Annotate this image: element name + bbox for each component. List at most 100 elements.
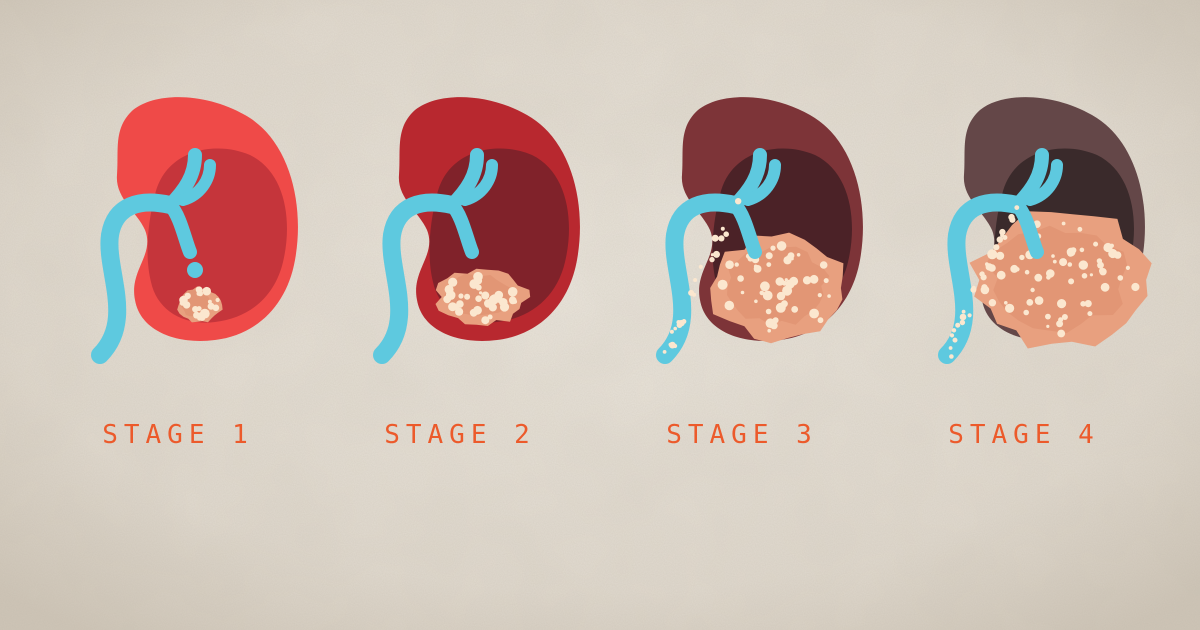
stage-3-label: STAGE 3 [666, 420, 818, 450]
tumor-spot [791, 306, 799, 313]
tumor-spot [817, 293, 822, 298]
tumor-spot [790, 257, 794, 261]
stage-1-label: STAGE 1 [102, 420, 254, 450]
vessel-tumor-spot [996, 236, 1003, 243]
vessel-tumor-spot [949, 354, 954, 359]
tumor-spot [1061, 314, 1068, 320]
vessel-tumor-spot [959, 319, 966, 326]
vessel-tumor-spot [949, 333, 955, 338]
tumor-spot [184, 292, 191, 300]
tumor-spot [1131, 282, 1140, 292]
tumor-spot [823, 278, 829, 284]
tumor-spot [1057, 299, 1067, 309]
tumor-spot [1081, 273, 1088, 279]
tumor-spot [1089, 273, 1093, 277]
stages-group [91, 97, 1152, 364]
tumor-spot [759, 290, 765, 296]
tumor-spot [1019, 254, 1025, 261]
tumor-spot [717, 279, 728, 290]
tumor-spot [207, 299, 212, 304]
tumor-shade-3 [727, 246, 830, 325]
tumor-spot [1067, 262, 1073, 267]
tumor-spot [754, 299, 758, 304]
vessel-tumor-spot [710, 253, 714, 257]
tumor-spot [475, 295, 482, 303]
vessel-tumor-spot [709, 256, 715, 263]
tumor-spot [1109, 243, 1114, 248]
tumor-spot [488, 294, 499, 305]
tumor-spot [1005, 303, 1015, 313]
tumor-spot [1023, 309, 1029, 316]
tumor-spot [456, 300, 464, 308]
tumor-spot [725, 260, 734, 270]
vessel-tumor-spot [688, 289, 695, 296]
tumor-spot [1057, 329, 1066, 338]
tumor-4 [969, 211, 1152, 349]
tumor-spot [988, 299, 997, 307]
tumor-spot [192, 306, 199, 313]
tumor-spot [1059, 258, 1068, 267]
tumor-spot [464, 293, 471, 300]
tumor-spot [1034, 273, 1043, 282]
tumor-spot [1056, 320, 1064, 328]
vessel-tumor-spot [999, 229, 1005, 234]
stage-3-kidney [656, 97, 863, 364]
tumor-3 [710, 232, 844, 344]
tumor-spot [1046, 324, 1050, 328]
tumor-spot [802, 276, 812, 285]
tumor-spot [817, 317, 824, 324]
vessel-tumor-spot [673, 326, 677, 331]
tumor-spot [509, 296, 517, 305]
tumor-spot [1093, 241, 1099, 247]
vessel-2 [373, 148, 498, 364]
tumor-spot [1030, 287, 1035, 293]
vessel-tumor-spot [713, 250, 720, 258]
tumor-spot [481, 291, 490, 300]
vessel-tumor-spot [981, 284, 988, 291]
tumor-spot [1079, 247, 1085, 253]
vessel-4 [938, 148, 1063, 364]
vessel-tumor-spot [693, 278, 698, 282]
tumor-spot [487, 314, 493, 320]
tumor-spot [199, 308, 210, 319]
vessel-tumor-spot [1009, 216, 1016, 223]
tumor-spot [1077, 226, 1083, 232]
tumor-spot [1125, 265, 1130, 270]
tumor-spot [212, 304, 220, 312]
tumor-spot [784, 278, 788, 282]
vessel-tumor-spot [948, 346, 953, 350]
vessel-droplet-1 [187, 262, 203, 278]
vessel-tumor-spot [669, 329, 674, 334]
vessel-tumor-spot [952, 337, 958, 343]
vessel-3 [656, 148, 781, 364]
tumor-spot [987, 249, 998, 260]
tumor-spot [202, 286, 211, 296]
tumor-spot [1052, 259, 1057, 264]
tumor-spot [448, 302, 458, 312]
vessel-branch-right-3 [742, 159, 781, 206]
tumor-spot [827, 294, 831, 298]
tumor-spot [809, 274, 819, 284]
vessel-tumor-spot [970, 286, 977, 293]
tumor-spot [458, 293, 464, 299]
tumor-spot [740, 290, 745, 295]
tumor-spot [1061, 221, 1066, 226]
tumor-spot [469, 308, 478, 317]
vessel-tumor-spot [720, 226, 725, 231]
tumor-spot [479, 291, 483, 295]
vessel-tumor-spot [681, 319, 687, 324]
tumor-spot [819, 261, 828, 269]
vessel-tumor-spot [718, 235, 725, 242]
vessel-main-1 [91, 193, 179, 364]
tumor-spot [473, 271, 483, 282]
tumor-spot [780, 300, 788, 308]
tumor-spot [809, 308, 819, 319]
tumor-shade-4 [985, 225, 1128, 333]
vessel-branch-down-1 [163, 198, 197, 259]
vessel-1 [91, 148, 216, 364]
tumor-spot [724, 300, 735, 311]
vessel-tumor-spot [723, 231, 729, 237]
vessel-tumor-spot [1014, 205, 1020, 211]
tumor-spot [1070, 247, 1077, 254]
